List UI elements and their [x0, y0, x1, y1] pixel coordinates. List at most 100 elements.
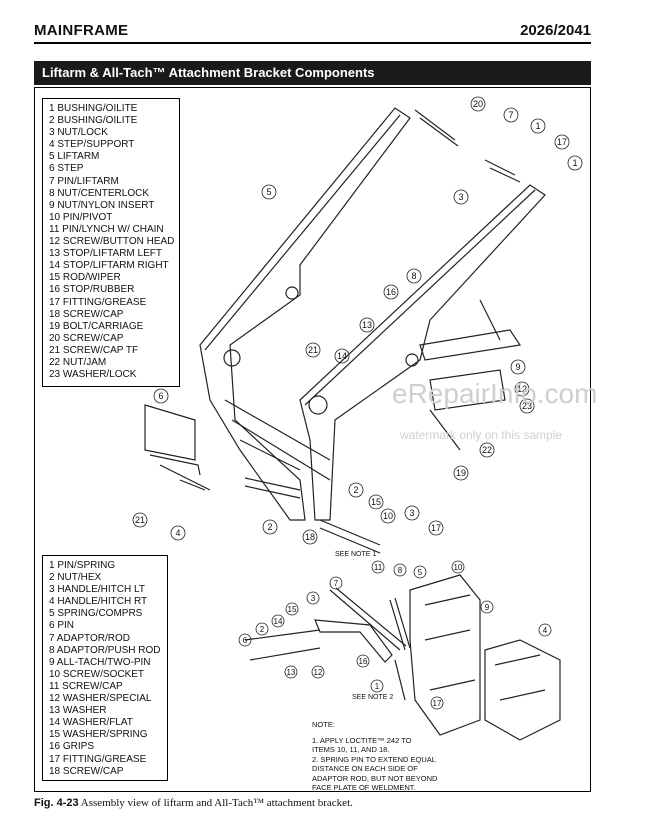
svg-text:21: 21 — [135, 515, 145, 525]
list-item: 13 WASHER — [49, 705, 107, 717]
list-item: 2 BUSHING/OILITE — [49, 115, 138, 127]
note-line: 1. APPLY LOCTITE™ 242 TO — [312, 735, 412, 745]
svg-text:2: 2 — [260, 625, 265, 634]
list-item: 3 HANDLE/HITCH LT — [49, 584, 145, 596]
list-item: 15 WASHER/SPRING — [49, 729, 148, 741]
list-item: 8 NUT/CENTERLOCK — [49, 187, 150, 199]
list-item: 2 NUT/HEX — [49, 572, 102, 584]
figure-banner: Liftarm & All-Tach™ Attachment Bracket C… — [34, 61, 591, 85]
list-item: 4 STEP/SUPPORT — [49, 139, 135, 151]
list-item: 13 STOP/LIFTARM LEFT — [49, 248, 162, 260]
list-item: 14 WASHER/FLAT — [49, 717, 133, 729]
list-item: 11 PIN/LYNCH W/ CHAIN — [49, 223, 164, 235]
note-line: ADAPTOR ROD, BUT NOT BEYOND — [312, 773, 438, 783]
parts-list-liftarm: 1 BUSHING/OILITE 2 BUSHING/OILITE 3 NUT/… — [42, 98, 180, 387]
figure-caption: Fig. 4-23 Assembly view of liftarm and A… — [34, 797, 353, 809]
list-item: 14 STOP/LIFTARM RIGHT — [49, 260, 169, 272]
svg-text:12: 12 — [314, 668, 323, 677]
list-item: 18 SCREW/CAP — [49, 308, 124, 320]
svg-text:8: 8 — [398, 566, 403, 575]
note-line: DISTANCE ON EACH SIDE OF — [312, 764, 418, 773]
model-number: 2026/2041 — [520, 22, 591, 39]
svg-text:13: 13 — [362, 320, 372, 330]
figure-caption-text: Assembly view of liftarm and All-Tach™ a… — [80, 797, 353, 809]
svg-text:1: 1 — [572, 158, 577, 168]
list-item: 20 SCREW/CAP — [49, 332, 124, 344]
svg-text:9: 9 — [485, 603, 490, 612]
list-item: 17 FITTING/GREASE — [49, 753, 147, 765]
svg-text:3: 3 — [409, 508, 414, 518]
svg-text:2: 2 — [353, 485, 358, 495]
svg-text:22: 22 — [482, 445, 492, 455]
svg-text:10: 10 — [383, 511, 393, 521]
note-line: 2. SPRING PIN TO EXTEND EQUAL — [312, 754, 436, 764]
list-item: 9 NUT/NYLON INSERT — [49, 199, 155, 211]
svg-text:16: 16 — [359, 657, 368, 666]
section-title: MAINFRAME — [34, 22, 129, 39]
list-item: 8 ADAPTOR/PUSH ROD — [49, 644, 161, 656]
list-item: 22 NUT/JAM — [49, 356, 107, 368]
note-line: ITEMS 10, 11, AND 18. — [312, 745, 390, 754]
svg-text:9: 9 — [515, 362, 520, 372]
list-item: 12 WASHER/SPECIAL — [49, 693, 152, 705]
list-item: 21 SCREW/CAP TF — [49, 344, 139, 356]
svg-text:23: 23 — [522, 401, 532, 411]
svg-text:4: 4 — [543, 626, 548, 635]
list-item: 4 HANDLE/HITCH RT — [49, 596, 148, 608]
hitch-handle — [314, 619, 393, 663]
list-item: 16 STOP/RUBBER — [49, 284, 135, 296]
parts-list-all-tach: 1 PIN/SPRING 2 NUT/HEX 3 HANDLE/HITCH LT… — [42, 555, 168, 781]
list-item: 9 ALL-TACH/TWO-PIN — [49, 656, 151, 668]
svg-text:19: 19 — [456, 468, 466, 478]
list-item: 7 ADAPTOR/ROD — [49, 632, 130, 644]
list-item: 18 SCREW/CAP — [49, 765, 124, 777]
svg-text:7: 7 — [508, 110, 513, 120]
note-line: FACE PLATE OF WELDMENT. — [312, 783, 416, 792]
list-item: 10 SCREW/SOCKET — [49, 668, 145, 680]
svg-text:17: 17 — [433, 699, 442, 708]
svg-text:16: 16 — [386, 287, 396, 297]
svg-text:1: 1 — [375, 682, 380, 691]
svg-text:11: 11 — [374, 563, 383, 572]
svg-text:20: 20 — [473, 99, 483, 109]
list-item: 15 ROD/WIPER — [49, 272, 121, 284]
svg-text:5: 5 — [418, 568, 423, 577]
notes-title: NOTE: — [312, 720, 335, 729]
left-liftarm — [199, 107, 411, 521]
list-item: 3 NUT/LOCK — [49, 127, 108, 139]
svg-text:1: 1 — [535, 121, 540, 131]
all-tach-bracket — [409, 574, 481, 736]
svg-text:13: 13 — [287, 668, 296, 677]
svg-text:6: 6 — [158, 391, 163, 401]
list-item: 16 GRIPS — [49, 741, 95, 753]
svg-text:21: 21 — [308, 345, 318, 355]
svg-text:6: 6 — [243, 636, 248, 645]
hitch-plate — [484, 639, 561, 741]
svg-text:15: 15 — [288, 605, 297, 614]
step-plate — [144, 404, 201, 476]
list-item: 12 SCREW/BUTTON HEAD — [49, 236, 175, 248]
svg-text:17: 17 — [431, 523, 441, 533]
list-item: 6 STEP — [49, 163, 84, 175]
svg-text:10: 10 — [454, 563, 463, 572]
svg-text:18: 18 — [305, 532, 315, 542]
svg-text:14: 14 — [274, 617, 283, 626]
list-item: 19 BOLT/CARRIAGE — [49, 320, 144, 332]
list-item: 1 BUSHING/OILITE — [49, 103, 138, 114]
see-note-2-label: SEE NOTE 2 — [352, 694, 394, 701]
svg-text:15: 15 — [371, 497, 381, 507]
list-item: 5 SPRING/COMPRS — [49, 608, 143, 620]
see-note-1-label: SEE NOTE 1 — [335, 551, 377, 558]
figure-frame — [34, 87, 591, 792]
list-item: 1 PIN/SPRING — [49, 560, 116, 571]
svg-text:2: 2 — [267, 522, 272, 532]
svg-text:3: 3 — [458, 192, 463, 202]
figure-number: Fig. 4-23 — [34, 797, 79, 809]
list-item: 17 FITTING/GREASE — [49, 296, 147, 308]
svg-text:8: 8 — [411, 271, 416, 281]
svg-text:3: 3 — [311, 594, 316, 603]
list-item: 11 SCREW/CAP — [49, 680, 123, 692]
list-item: 5 LIFTARM — [49, 151, 100, 163]
list-item: 6 PIN — [49, 620, 75, 632]
